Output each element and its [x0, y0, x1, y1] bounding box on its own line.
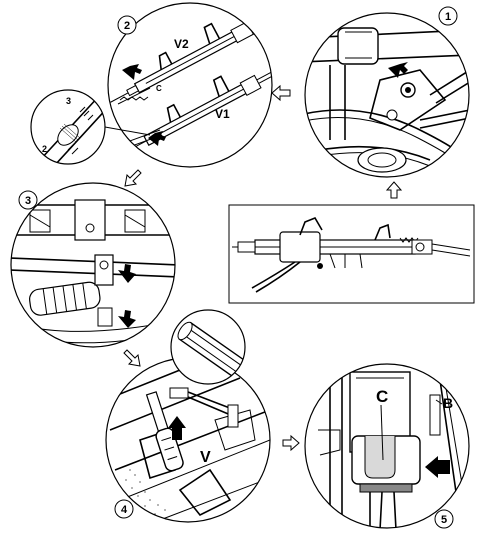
label-b: B	[443, 395, 453, 411]
label-detail-3: 3	[66, 96, 71, 106]
step-marker	[434, 509, 454, 529]
panel-4: V 4	[105, 309, 271, 523]
label-c: C	[376, 387, 388, 406]
arrow-icon	[118, 310, 136, 328]
detail-bubble: 3 2	[30, 89, 151, 165]
arrow-icon	[388, 62, 408, 78]
flow-arrow-icon	[282, 434, 300, 452]
step-marker	[438, 6, 458, 26]
panel-2: V2 V1 C 2 3 2	[30, 2, 273, 168]
step-number: 2	[124, 20, 130, 32]
arrow-icon	[168, 416, 186, 440]
label-v1: V1	[215, 107, 230, 121]
panel-3: 3	[10, 182, 176, 348]
arrow-icon	[118, 264, 136, 283]
step-marker	[117, 15, 137, 35]
label-v2: V2	[174, 37, 189, 51]
step-number: 1	[445, 11, 451, 23]
step-marker	[114, 499, 134, 519]
arrow-icon	[122, 64, 142, 80]
step-number: 5	[441, 514, 447, 526]
flow-arrow-icon	[271, 84, 291, 102]
label-c-small: C	[156, 84, 162, 93]
zoom-bubble	[170, 309, 246, 385]
flow-arrow-icon	[385, 181, 403, 199]
arrow-icon	[425, 456, 450, 478]
panel-1: 1	[304, 6, 470, 178]
label-detail-2: 2	[42, 144, 47, 154]
rack-overview	[228, 204, 475, 304]
step-marker	[18, 190, 38, 210]
arrow-icon	[148, 131, 166, 146]
step-number: 4	[121, 504, 128, 516]
flow-arrow-icon	[123, 349, 141, 367]
step-number: 3	[25, 195, 31, 207]
label-v: V	[200, 449, 211, 466]
flow-arrow-icon	[124, 169, 142, 187]
panel-5: C B 5	[304, 363, 470, 529]
